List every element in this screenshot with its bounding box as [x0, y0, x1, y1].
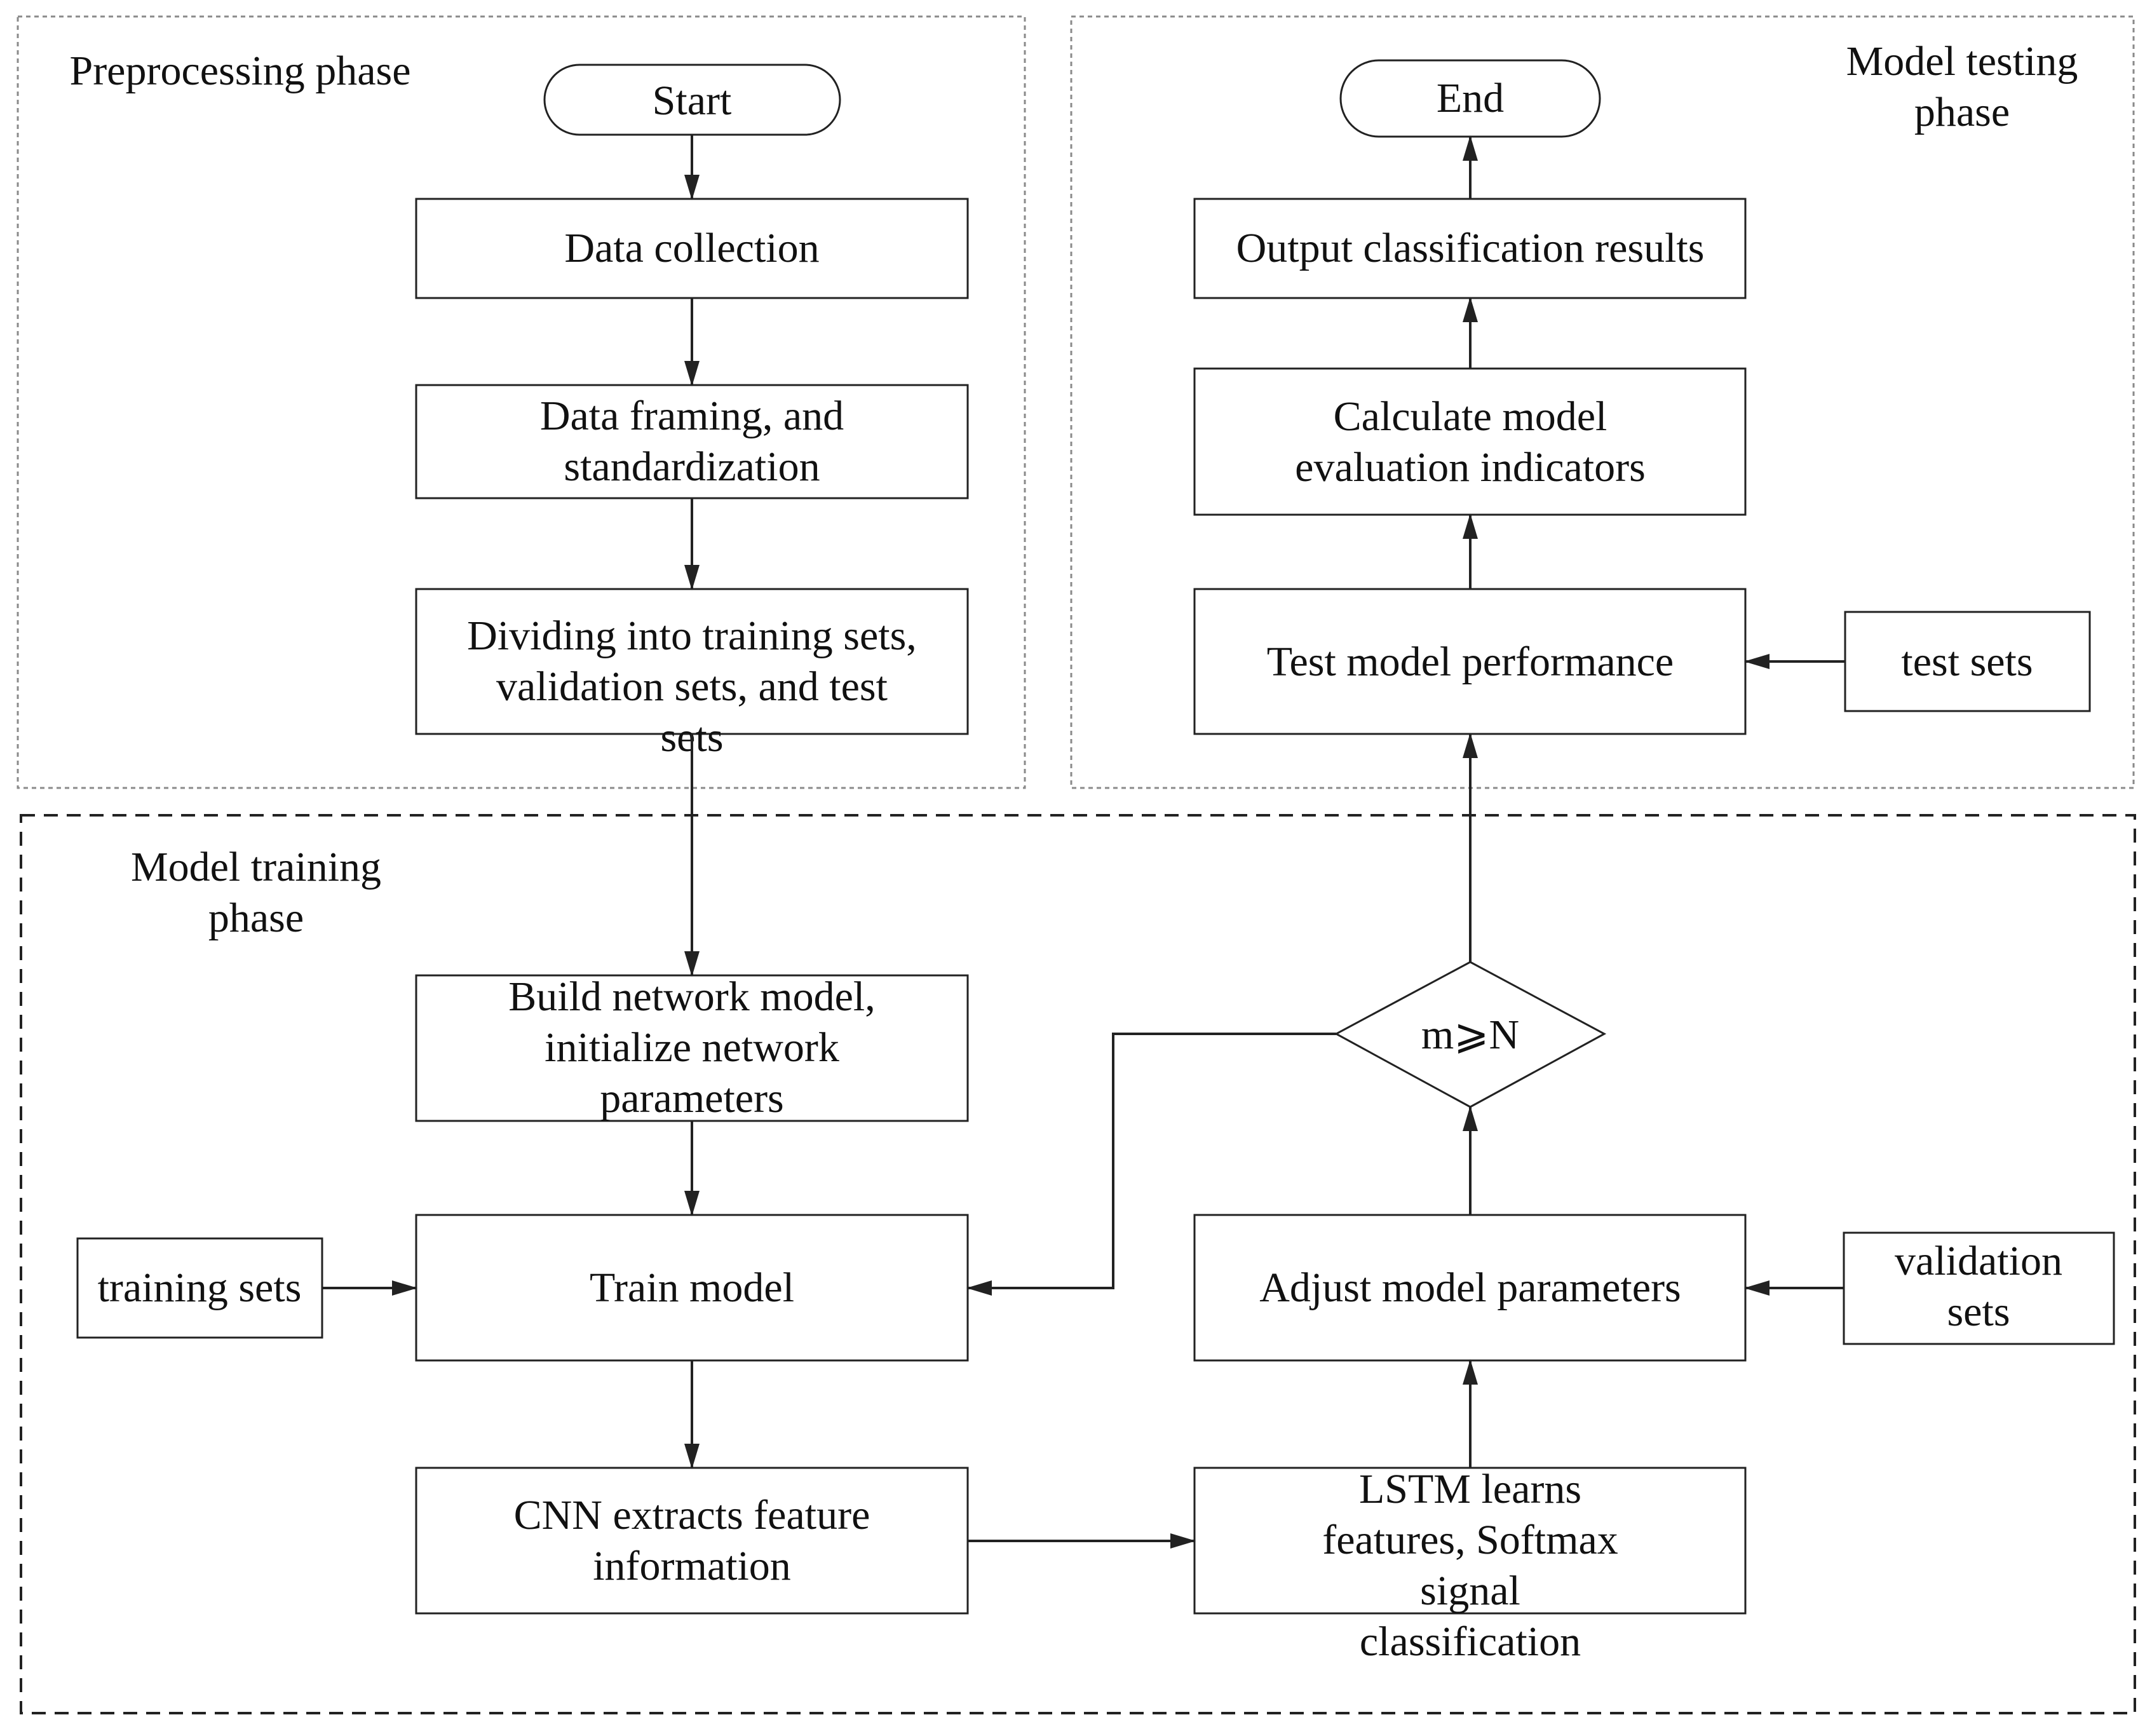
- adjust-params-box: [1193, 1214, 1747, 1362]
- train-model-box: [415, 1214, 969, 1362]
- test-performance-box: [1193, 588, 1747, 735]
- test-sets-label: test sets: [1901, 639, 2033, 685]
- start-label: Start: [653, 78, 732, 124]
- dividing-box: [415, 588, 969, 735]
- cnn-extract-box: [415, 1467, 969, 1615]
- decision-label: m⩾N: [1421, 1012, 1519, 1058]
- train-model-label: Train model: [590, 1265, 794, 1311]
- build-model-box: [415, 974, 969, 1122]
- output-results-box: [1193, 198, 1747, 299]
- preprocessing-phase-title: Preprocessing phase: [69, 48, 410, 94]
- data-collection-box: [415, 198, 969, 299]
- training-sets-box: [76, 1237, 323, 1339]
- calc-indicators-box: [1193, 367, 1747, 516]
- data-framing-box: [415, 384, 969, 499]
- test-performance-label: Test model performance: [1267, 639, 1674, 685]
- adjust-params-label: Adjust model parameters: [1259, 1265, 1681, 1311]
- data-collection-label: Data collection: [564, 225, 819, 271]
- training-sets-label: training sets: [98, 1265, 302, 1311]
- output-results-label: Output classification results: [1236, 225, 1705, 271]
- training-panel: [20, 814, 2136, 1714]
- lstm-learn-box: [1193, 1467, 1747, 1615]
- arrow-decision-no-to-train: [966, 1033, 1336, 1296]
- validation-sets-box: [1843, 1231, 2115, 1345]
- preprocessing-panel: [17, 15, 1026, 789]
- testing-panel: [1070, 15, 2135, 789]
- test-sets-box: [1844, 611, 2091, 712]
- end-label: End: [1437, 75, 1504, 121]
- dividing-label: Dividing into training sets,validation s…: [467, 613, 917, 761]
